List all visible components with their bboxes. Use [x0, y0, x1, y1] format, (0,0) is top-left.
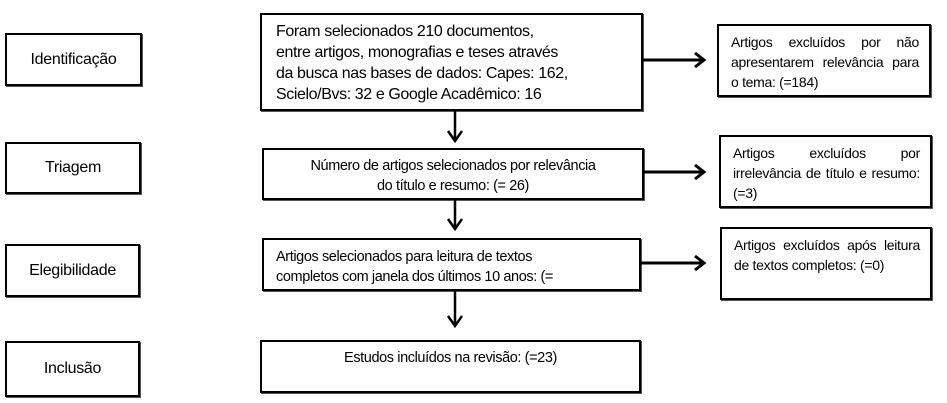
box-line: Foram selecionados 210 documentos,	[276, 23, 534, 40]
arrow-down-icon	[446, 291, 464, 329]
screening-box: Número de artigos selecionados por relev…	[262, 148, 644, 200]
stage-label: Identificação	[30, 50, 117, 68]
box-line: entre artigos, monografias e teses atrav…	[276, 44, 559, 61]
box-line: do título e resumo: (= 26)	[376, 178, 529, 194]
arrow-down-icon	[446, 111, 464, 144]
stage-triagem: Triagem	[5, 142, 141, 194]
stage-elegibilidade: Elegibilidade	[5, 244, 140, 297]
excluded-box-title: Artigos excluídos por irrelevância de tí…	[719, 135, 932, 208]
stage-label: Elegibilidade	[29, 261, 116, 279]
identification-box: Foram selecionados 210 documentos, entre…	[260, 13, 643, 111]
excluded-box-fulltext: Artigos excluídos após leitura de textos…	[720, 227, 932, 300]
box-line: da busca nas bases de dados: Capes: 162,	[276, 65, 568, 82]
excluded-box-relevance: Artigos excluídos por não apresentarem r…	[717, 24, 931, 97]
box-line: Estudos incluídos na revisão: (=23)	[344, 350, 557, 366]
box-line: completos com janela dos últimos 10 anos…	[276, 269, 553, 285]
excluded-text: Artigos excluídos após leitura de textos…	[734, 237, 920, 273]
box-line: Scielo/Bvs: 32 e Google Acadêmico: 16	[276, 86, 542, 103]
arrow-right-icon	[643, 51, 707, 69]
stage-identificacao: Identificação	[5, 33, 142, 86]
stage-label: Inclusão	[43, 360, 102, 377]
box-line: Artigos selecionados para leitura de tex…	[276, 249, 533, 265]
excluded-text: Artigos excluídos por irrelevância de tí…	[733, 145, 920, 201]
inclusion-box: Estudos incluídos na revisão: (=23)	[260, 340, 641, 393]
stage-label: Triagem	[45, 159, 101, 176]
eligibility-box: Artigos selecionados para leitura de tex…	[262, 238, 641, 291]
arrow-down-icon	[446, 200, 464, 232]
box-line: Número de artigos selecionados por relev…	[310, 158, 596, 174]
excluded-text: Artigos excluídos por não apresentarem r…	[731, 34, 919, 90]
arrow-right-icon	[644, 163, 707, 181]
arrow-right-icon	[641, 254, 707, 272]
stage-inclusao: Inclusão	[5, 341, 140, 397]
